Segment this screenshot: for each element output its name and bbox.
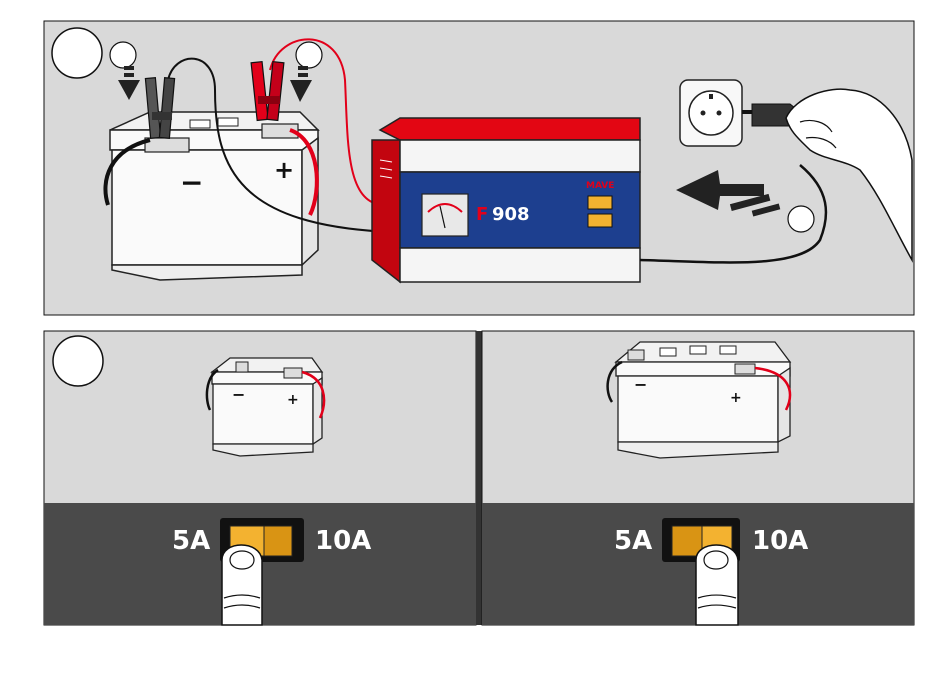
battery-small-plus: + xyxy=(287,392,299,408)
battery-small-minus: − xyxy=(232,385,245,404)
step-circle-c xyxy=(788,206,814,232)
step-circle-a xyxy=(110,42,136,68)
label-10a-left: 10A xyxy=(315,526,371,556)
step-circle-b xyxy=(296,42,322,68)
charger-model-suffix: 908 xyxy=(492,204,530,225)
charger-switch-upper xyxy=(588,196,612,209)
battery-small xyxy=(207,358,324,456)
battery-large xyxy=(608,342,790,458)
charger-brand: MAVE xyxy=(586,181,614,191)
battery-top xyxy=(110,112,318,280)
charger-unit xyxy=(372,118,640,282)
charger-switch-lower xyxy=(588,214,612,227)
step-circle-1 xyxy=(52,28,102,78)
label-5a-left: 5A xyxy=(172,526,210,556)
charger-model-prefix: F xyxy=(476,204,488,225)
battery-large-plus: + xyxy=(730,390,742,406)
label-5a-right: 5A xyxy=(614,526,652,556)
top-panel: − + xyxy=(44,21,914,315)
battery-large-minus: − xyxy=(634,375,647,394)
wall-socket xyxy=(680,80,742,146)
bottom-left-panel: − + 5A 10A xyxy=(44,331,476,625)
battery-minus-sign: − xyxy=(180,166,203,199)
label-10a-right: 10A xyxy=(752,526,808,556)
bottom-right-panel: − + 5A 10A xyxy=(482,331,914,625)
battery-plus-sign: + xyxy=(274,156,294,184)
step-circle-2 xyxy=(53,336,103,386)
panel-divider xyxy=(476,331,482,625)
